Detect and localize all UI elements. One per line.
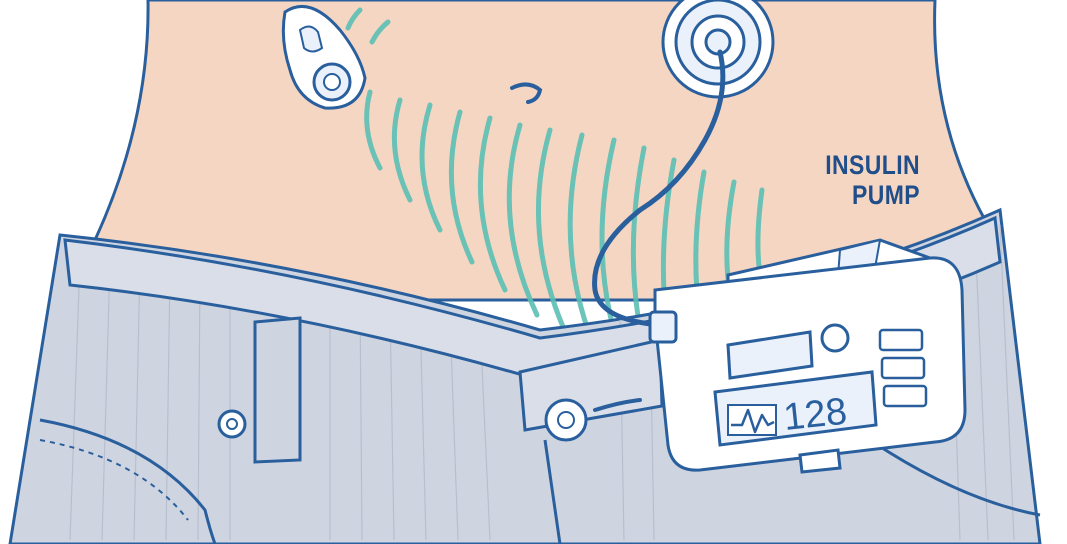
- insulin-pump-label: INSULIN PUMP: [784, 150, 920, 210]
- pump-side-button: [884, 386, 926, 406]
- pump-side-button: [882, 358, 924, 378]
- belt-loop: [255, 318, 300, 462]
- label-line-2: PUMP: [784, 180, 920, 210]
- pump-round-button: [822, 325, 848, 351]
- pump-reading: 128: [782, 391, 849, 439]
- label-line-1: INSULIN: [784, 150, 920, 180]
- jeans-button: [546, 400, 586, 440]
- glucose-trend-icon: [728, 405, 776, 435]
- pump-clip: [800, 450, 840, 472]
- pump-side-button: [880, 330, 922, 350]
- infusion-site-icon: [663, 0, 773, 97]
- rivet: [219, 411, 245, 437]
